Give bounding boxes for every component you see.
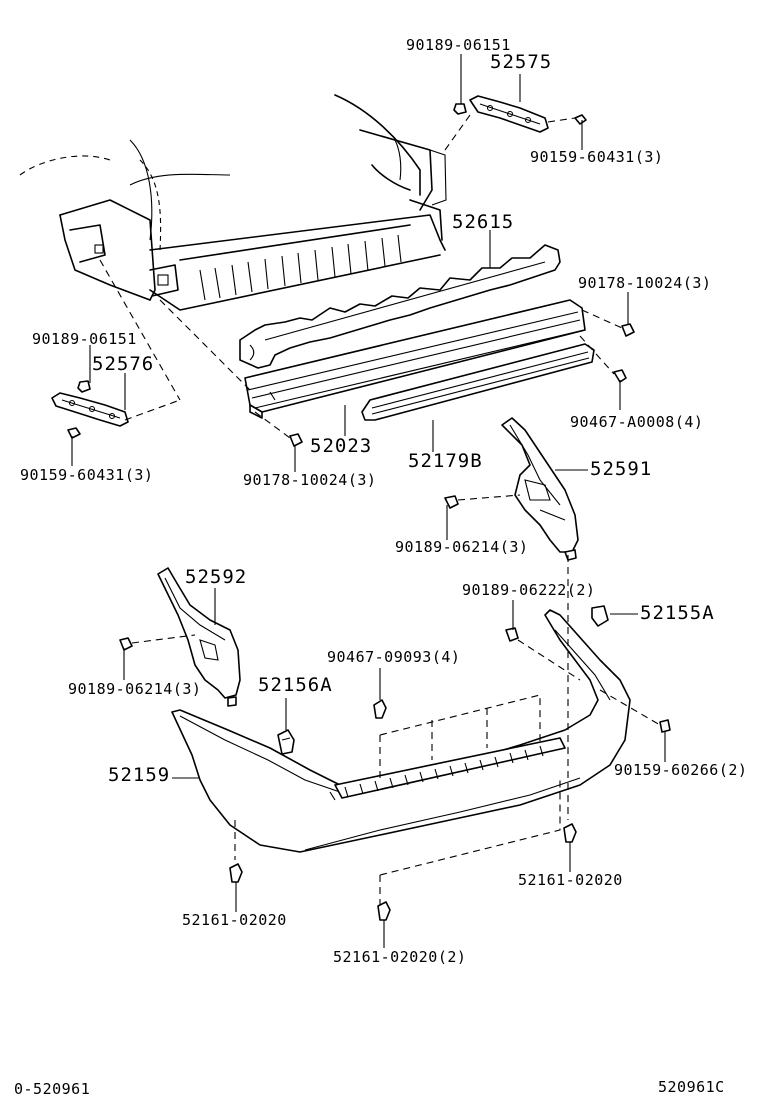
part-label-52155a: 52155A xyxy=(640,602,715,624)
part-label-52161-02020-right: 52161-02020 xyxy=(518,871,623,889)
bumper-cover-52159-part xyxy=(171,555,671,905)
bracket-52591-part xyxy=(444,417,579,561)
part-label-52615: 52615 xyxy=(452,211,515,233)
part-label-52161-02020-left: 52161-02020 xyxy=(182,911,287,929)
push-clips xyxy=(229,699,577,921)
part-label-52023: 52023 xyxy=(310,435,373,457)
fasteners-beam xyxy=(159,299,635,447)
guard-52179b-part xyxy=(361,343,595,421)
part-label-90189-06214-right: 90189-06214(3) xyxy=(395,538,529,556)
part-label-52576: 52576 xyxy=(92,353,155,375)
part-label-90189-06151-top: 90189-06151 xyxy=(406,36,511,54)
part-label-90189-06214-left: 90189-06214(3) xyxy=(68,680,202,698)
vehicle-body-outline xyxy=(19,94,447,311)
part-label-90159-60431-top: 90159-60431(3) xyxy=(530,148,664,166)
part-label-52575: 52575 xyxy=(490,51,553,73)
part-label-52159: 52159 xyxy=(108,764,171,786)
part-label-90178-10024-right: 90178-10024(3) xyxy=(578,274,712,292)
part-label-52156a: 52156A xyxy=(258,674,333,696)
part-label-90467-09093: 90467-09093(4) xyxy=(327,648,461,666)
part-label-52179b: 52179B xyxy=(408,450,483,472)
part-label-90159-60431-left: 90159-60431(3) xyxy=(20,466,154,484)
bracket-52575-part xyxy=(444,95,587,151)
absorber-52615-part xyxy=(239,244,561,369)
diagram-code-right: 520961C xyxy=(658,1078,725,1096)
bracket-52576-part xyxy=(51,259,181,439)
part-label-90178-10024-bottom: 90178-10024(3) xyxy=(243,471,377,489)
part-label-90467-a0008: 90467-A0008(4) xyxy=(570,413,704,431)
part-label-90189-06222: 90189-06222(2) xyxy=(462,581,596,599)
bracket-52592-part xyxy=(119,567,241,707)
part-label-52161-02020-bottom: 52161-02020(2) xyxy=(333,948,467,966)
part-label-90159-60266: 90159-60266(2) xyxy=(614,761,748,779)
part-label-52592: 52592 xyxy=(185,566,248,588)
diagram-code-left: 0-520961 xyxy=(14,1080,91,1098)
part-label-90189-06151-left: 90189-06151 xyxy=(32,330,137,348)
retainer-52155a-part xyxy=(591,605,609,627)
leader-lines xyxy=(71,54,666,948)
part-label-52591: 52591 xyxy=(590,458,653,480)
retainer-52156a-part xyxy=(277,729,295,755)
